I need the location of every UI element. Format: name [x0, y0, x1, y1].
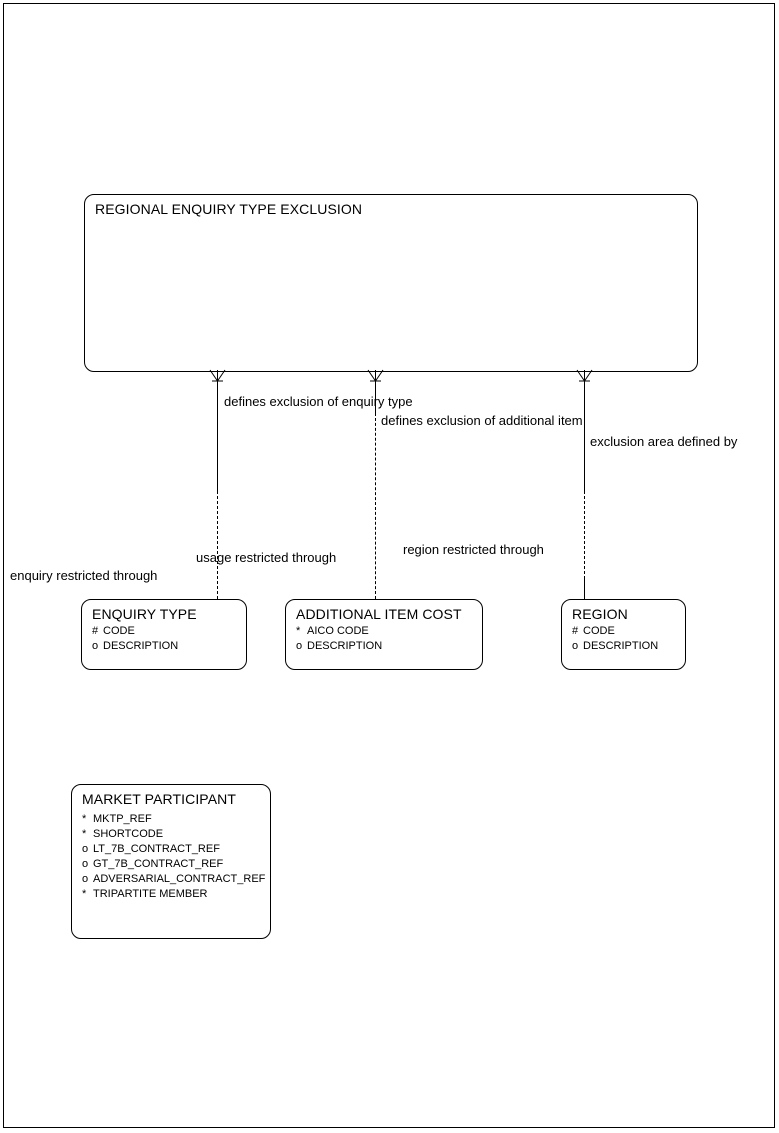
attribute-marker: # [92, 625, 99, 637]
entity-title: REGION [572, 606, 628, 622]
entity-title: ADDITIONAL ITEM COST [296, 606, 462, 622]
attribute-marker: * [82, 828, 87, 840]
relationship-label-region-restricted-through: region restricted through [403, 542, 544, 557]
connector-additional-item-solid [375, 381, 376, 413]
attribute-list: * AICO CODE o DESCRIPTION [296, 624, 382, 654]
attribute-marker: o [82, 843, 89, 855]
connector-region-solid-lower [584, 579, 585, 599]
entity-title: MARKET PARTICIPANT [82, 791, 237, 807]
connector-additional-item-dashed [375, 413, 376, 599]
attribute-row: * TRIPARTITE MEMBER [82, 887, 265, 902]
entity-market-participant[interactable]: MARKET PARTICIPANT * MKTP_REF * SHORTCODE … [71, 784, 271, 939]
entity-regional-enquiry-type-exclusion[interactable]: REGIONAL ENQUIRY TYPE EXCLUSION [84, 194, 698, 372]
attribute-row: o GT_7B_CONTRACT_REF [82, 857, 265, 872]
attribute-label: DESCRIPTION [583, 640, 659, 652]
attribute-row: * AICO CODE [296, 624, 382, 639]
attribute-label: DESCRIPTION [103, 640, 179, 652]
connector-region-solid [584, 381, 585, 491]
attribute-label: SHORTCODE [93, 828, 164, 840]
attribute-row: o DESCRIPTION [92, 639, 178, 654]
relationship-label-enquiry-restricted-through: enquiry restricted through [10, 568, 158, 583]
connector-enquiry-type-dashed [217, 491, 218, 599]
entity-title: ENQUIRY TYPE [92, 606, 197, 622]
attribute-row: # CODE [92, 624, 178, 639]
attribute-marker: o [296, 640, 303, 652]
attribute-row: # CODE [572, 624, 658, 639]
attribute-marker: * [82, 888, 87, 900]
attribute-marker: o [82, 873, 89, 885]
attribute-list: * MKTP_REF * SHORTCODE o LT_7B_CONTRACT_REF… [82, 812, 265, 902]
attribute-list: # CODE o DESCRIPTION [572, 624, 658, 654]
entity-additional-item-cost[interactable]: ADDITIONAL ITEM COST * AICO CODE o DESCRIP… [285, 599, 483, 670]
connector-region-dashed [584, 491, 585, 579]
attribute-marker: * [296, 625, 301, 637]
crowfoot-additional-item-cost [367, 369, 384, 382]
attribute-row: o DESCRIPTION [572, 639, 658, 654]
attribute-label: MKTP_REF [93, 813, 152, 825]
attribute-label: GT_7B_CONTRACT_REF [93, 858, 224, 870]
attribute-label: CODE [583, 625, 615, 637]
page-border [3, 3, 775, 1128]
entity-region[interactable]: REGION # CODE o DESCRIPTION [561, 599, 686, 670]
attribute-row: * MKTP_REF [82, 812, 265, 827]
entity-enquiry-type[interactable]: ENQUIRY TYPE # CODE o DESCRIPTION [81, 599, 247, 670]
attribute-list: # CODE o DESCRIPTION [92, 624, 178, 654]
attribute-marker: * [82, 813, 87, 825]
connector-enquiry-type-solid [217, 381, 218, 491]
attribute-marker: o [82, 858, 89, 870]
attribute-row: o LT_7B_CONTRACT_REF [82, 842, 265, 857]
relationship-label-defines-exclusion-of-enquiry-type: defines exclusion of enquiry type [224, 394, 413, 409]
attribute-label: CODE [103, 625, 135, 637]
crowfoot-enquiry-type [209, 369, 226, 382]
attribute-row: * SHORTCODE [82, 827, 265, 842]
attribute-row: o DESCRIPTION [296, 639, 382, 654]
attribute-marker: o [92, 640, 99, 652]
relationship-label-exclusion-area-defined-by: exclusion area defined by [590, 434, 738, 449]
attribute-label: ADVERSARIAL_CONTRACT_REF [93, 873, 266, 885]
entity-title: REGIONAL ENQUIRY TYPE EXCLUSION [95, 201, 363, 217]
attribute-label: DESCRIPTION [307, 640, 383, 652]
relationship-label-usage-restricted-through: usage restricted through [196, 550, 337, 565]
attribute-label: TRIPARTITE MEMBER [93, 888, 208, 900]
attribute-row: o ADVERSARIAL_CONTRACT_REF [82, 872, 265, 887]
attribute-label: LT_7B_CONTRACT_REF [93, 843, 220, 855]
relationship-label-defines-exclusion-of-additional-item: defines exclusion of additional item [381, 413, 583, 428]
attribute-marker: # [572, 625, 579, 637]
attribute-marker: o [572, 640, 579, 652]
attribute-label: AICO CODE [307, 625, 369, 637]
